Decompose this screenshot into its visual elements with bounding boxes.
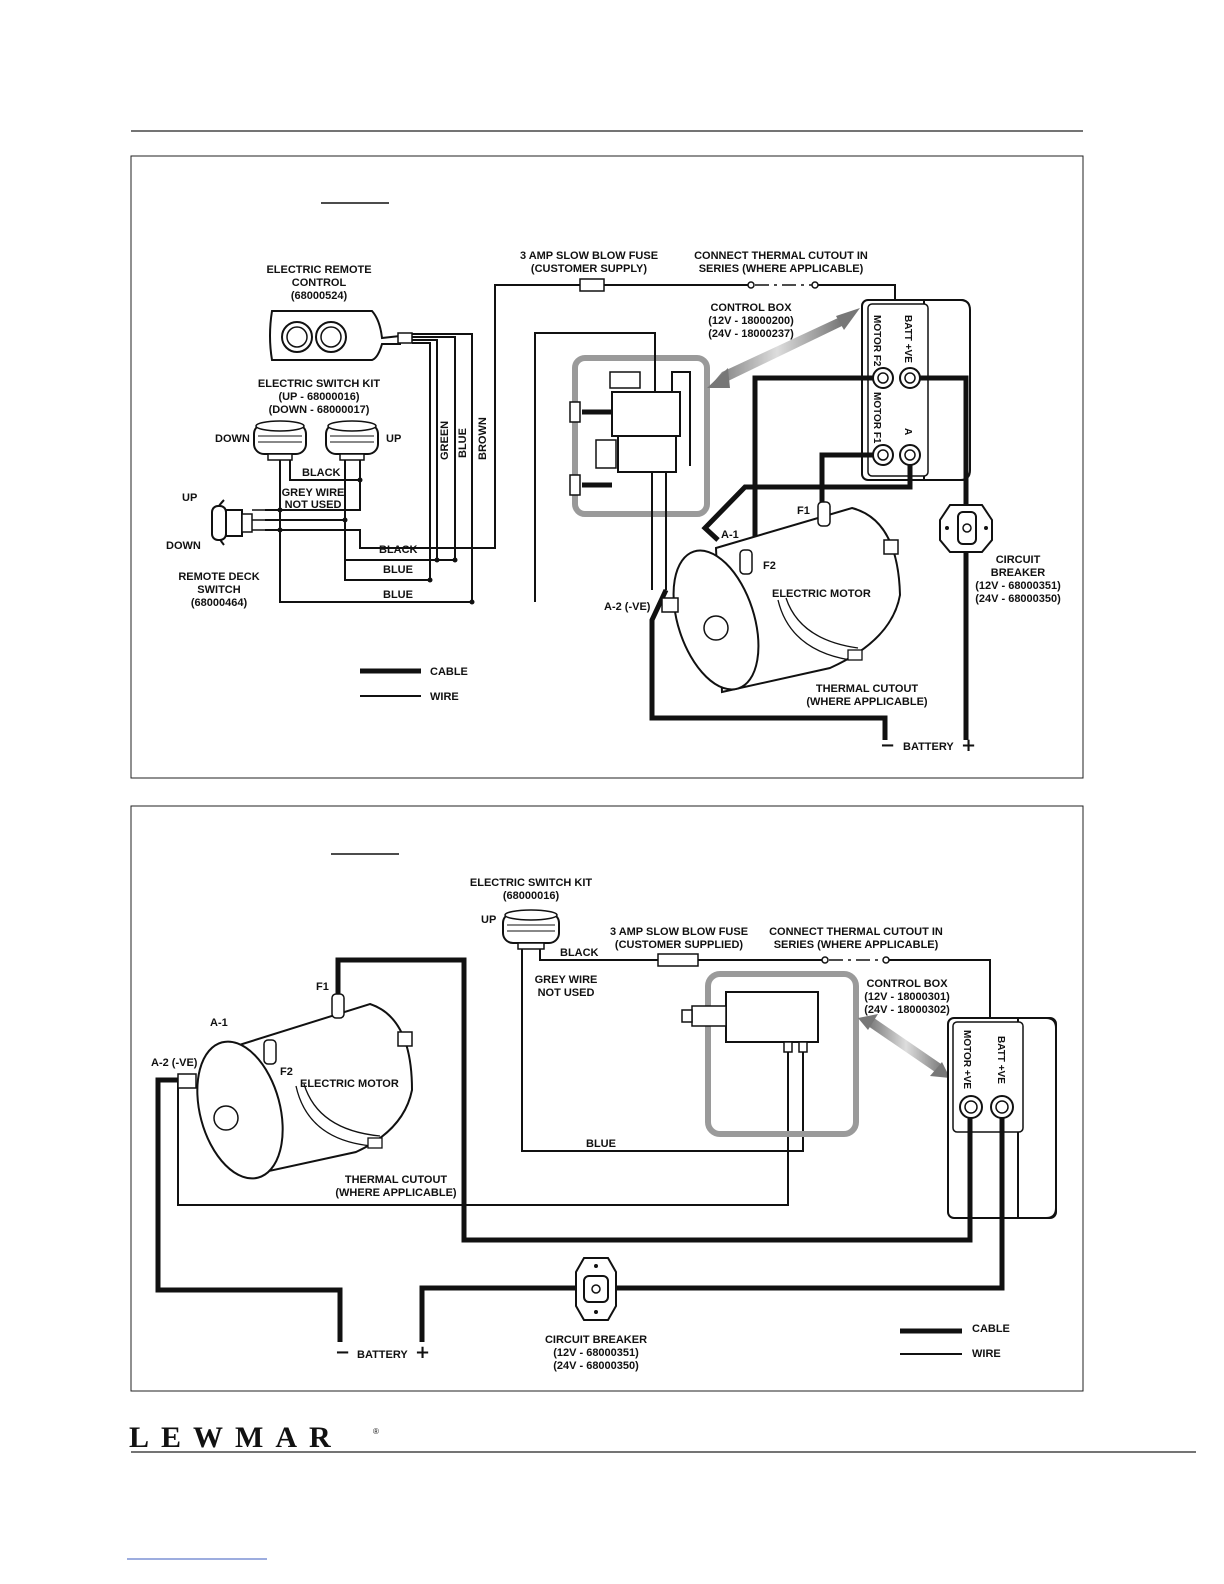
f1-label-2: F1 — [316, 981, 329, 993]
motor-label: ELECTRIC MOTOR — [772, 588, 871, 600]
legend-wire-label-2: WIRE — [972, 1348, 1001, 1360]
switch-up-2 — [502, 909, 560, 950]
blue-label-1: BLUE — [383, 564, 413, 576]
cables-1 — [649, 375, 969, 740]
switch-wires — [265, 284, 580, 603]
a1-label-2: A-1 — [210, 1017, 228, 1029]
cables-2 — [155, 957, 1005, 1342]
black-label-2: BLACK — [379, 544, 418, 556]
brown-wire-label: BROWN — [477, 417, 489, 460]
terminal-motor-ve: MOTOR +VE — [961, 1030, 972, 1089]
circuit-breaker-2 — [575, 1257, 617, 1321]
up-label: UP — [386, 433, 401, 445]
electric-motor-1 — [661, 501, 902, 694]
black-label-d2: BLACK — [560, 947, 599, 959]
terminal-batt-ve: BATT +VE — [902, 315, 913, 363]
terminal-batt-ve-2: BATT +VE — [995, 1036, 1006, 1084]
terminal-motor-f2: MOTOR F2 — [871, 315, 882, 367]
a1-label: A-1 — [721, 529, 739, 541]
terminal-a: A — [902, 428, 913, 435]
thermal-cutout-label-2: THERMAL CUTOUT(WHERE APPLICABLE) — [335, 1174, 457, 1199]
switch-up — [325, 420, 379, 461]
blue-label-2: BLUE — [383, 589, 413, 601]
battery-label-2: BATTERY — [357, 1349, 408, 1361]
legend-wire-label: WIRE — [430, 691, 459, 703]
control-box-1 — [861, 299, 971, 481]
circuit-breaker-1 — [939, 504, 993, 553]
terminal-motor-f1: MOTOR F1 — [871, 392, 882, 444]
up-label-2: UP — [481, 914, 496, 926]
battery-minus-2: − — [335, 1342, 350, 1363]
remote-wires — [344, 333, 473, 602]
deck-up-label: UP — [182, 492, 197, 504]
remote-deck-switch — [211, 499, 265, 546]
legend-cable-label-2: CABLE — [972, 1323, 1010, 1335]
diagram-1-frame — [130, 155, 1084, 779]
blue-label-d2: BLUE — [586, 1138, 616, 1150]
electric-motor-2 — [177, 993, 414, 1180]
f2-label: F2 — [763, 560, 776, 572]
battery-plus-1: + — [961, 735, 976, 756]
motor-label-2: ELECTRIC MOTOR — [300, 1078, 399, 1090]
diagram-2: ELECTRIC SWITCH KIT(68000016) UP BLACK 3… — [130, 805, 1084, 1392]
switch-kit-label: ELECTRIC SWITCH KIT(UP - 68000016)(DOWN … — [258, 378, 380, 416]
deck-down-label: DOWN — [166, 540, 201, 552]
diagram-2-frame — [130, 805, 1084, 1392]
control-box-label: CONTROL BOX(12V - 18000200)(24V - 180002… — [708, 302, 794, 340]
switch-down — [253, 420, 307, 461]
blue-wire-label: BLUE — [457, 428, 469, 458]
switch-kit-label-2: ELECTRIC SWITCH KIT(68000016) — [470, 877, 592, 902]
black-label: BLACK — [302, 467, 341, 479]
circuit-breaker-label-2: CIRCUIT BREAKER(12V - 68000351)(24V - 68… — [545, 1334, 647, 1372]
a2-label-2: A-2 (-VE) — [151, 1057, 198, 1069]
f2-label-2: F2 — [280, 1066, 293, 1078]
registered-mark: ® — [373, 1427, 379, 1436]
junction-dots — [277, 477, 475, 605]
solenoid-unit-2 — [681, 971, 950, 1137]
solenoid-unit — [534, 308, 860, 602]
lewmar-logo: LEWMAR — [129, 1421, 343, 1454]
control-box-label-2: CONTROL BOX(12V - 18000301)(24V - 180003… — [864, 978, 950, 1016]
f1-label: F1 — [797, 505, 810, 517]
diagram-1: 3 AMP SLOW BLOW FUSE(CUSTOMER SUPPLY) CO… — [130, 155, 1084, 779]
fuse-label: 3 AMP SLOW BLOW FUSE(CUSTOMER SUPPLY) — [520, 250, 658, 275]
fuse-label-2: 3 AMP SLOW BLOW FUSE(CUSTOMER SUPPLIED) — [610, 926, 748, 951]
battery-minus-1: − — [880, 735, 895, 756]
down-label: DOWN — [215, 433, 250, 445]
a2-label: A-2 (-VE) — [604, 601, 651, 613]
thermal-cutout-label: THERMAL CUTOUT(WHERE APPLICABLE) — [806, 683, 928, 708]
battery-label-1: BATTERY — [903, 741, 954, 753]
battery-plus-2: + — [415, 1342, 430, 1363]
green-wire-label: GREEN — [439, 421, 451, 460]
legend-cable-label: CABLE — [430, 666, 468, 678]
electric-remote-control — [269, 310, 413, 361]
